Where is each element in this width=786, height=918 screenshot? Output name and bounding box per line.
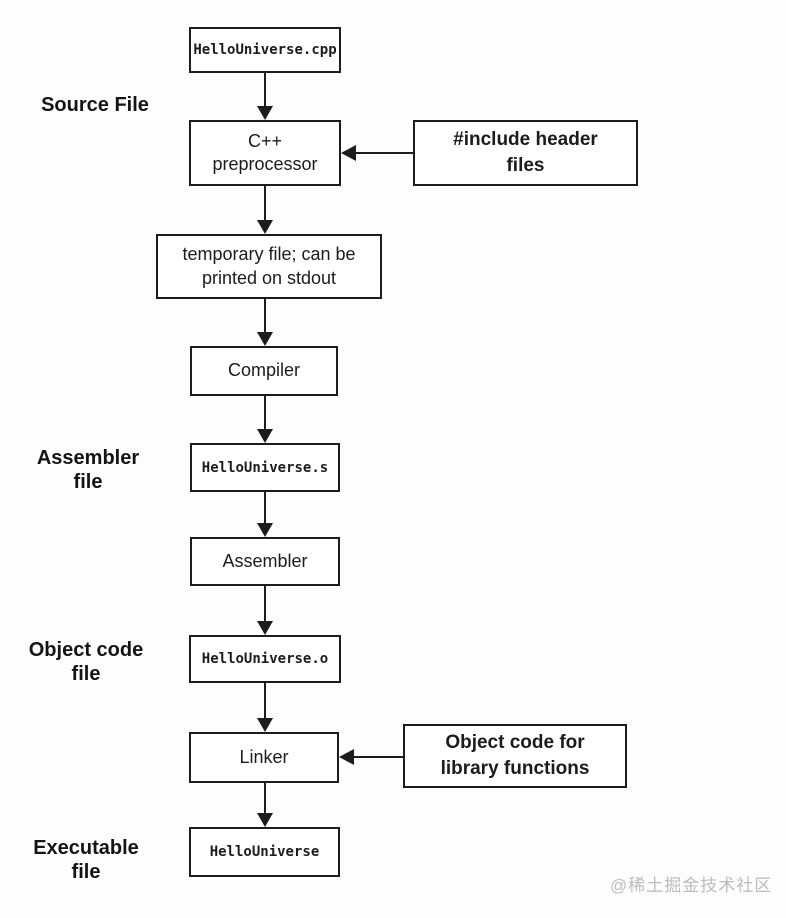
executable-box: HelloUniverse [189,827,340,877]
arrow-preprocessor-to-tempfile [257,186,273,234]
arrow-tempfile-to-compiler [257,299,273,346]
assembler-box: Assembler [190,537,340,586]
stage-label-executable-file: Executable file [33,837,139,884]
include-headers-box: #include header files [413,120,638,186]
stage-label-object-code-file: Object code file [28,639,144,686]
arrow-linker-to-executable [257,783,273,827]
object-code-library-box: Object code for library functions [403,724,627,788]
stage-label-source-file: Source File [41,94,149,116]
object-file-box: HelloUniverse.o [189,635,341,683]
arrow-headers-to-preprocessor [341,145,413,161]
arrow-compiler-to-asmfile [257,396,273,443]
arrow-objfile-to-linker [257,683,273,732]
assembler-file-box: HelloUniverse.s [190,443,340,492]
compiler-box: Compiler [190,346,338,396]
arrow-cpp-to-preprocessor [257,73,273,120]
preprocessor-box: C++ preprocessor [189,120,341,186]
linker-box: Linker [189,732,339,783]
source-file-box: HelloUniverse.cpp [189,27,341,73]
stage-label-assembler-file: Assembler file [36,447,140,494]
arrow-asmfile-to-assembler [257,492,273,537]
temp-file-box: temporary file; can be printed on stdout [156,234,382,299]
arrow-objectcode-to-linker [339,749,403,765]
watermark-text: @稀土掘金技术社区 [610,876,773,895]
arrow-assembler-to-objfile [257,586,273,635]
